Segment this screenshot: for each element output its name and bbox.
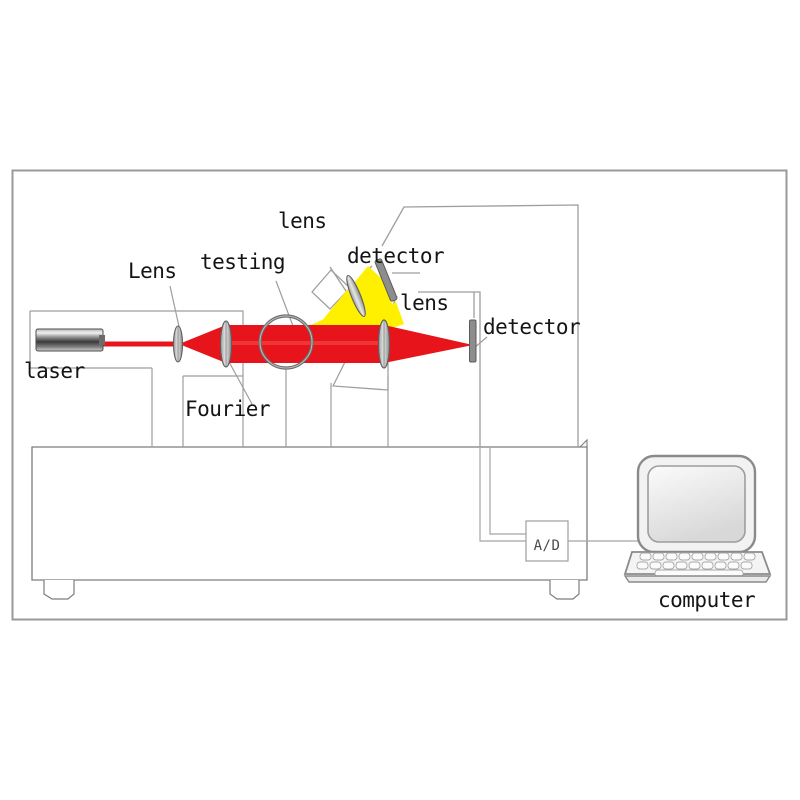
cable-top-detector-to-ad bbox=[489, 447, 526, 535]
beam-segment-converging bbox=[384, 325, 473, 363]
label-computer: computer bbox=[658, 588, 755, 612]
ad-converter-label: A/D bbox=[534, 538, 561, 554]
beam-core-highlight bbox=[226, 341, 384, 345]
fourier-lens bbox=[219, 320, 233, 368]
label-detector-top: detector bbox=[347, 244, 444, 268]
cable-detector-to-ad bbox=[479, 447, 526, 542]
laser-head bbox=[35, 328, 105, 352]
main-detector bbox=[469, 319, 477, 363]
signal-cables bbox=[479, 447, 646, 542]
housing-foot-right bbox=[549, 580, 580, 600]
label-detector-right: detector bbox=[483, 315, 580, 339]
side-detector bbox=[374, 258, 398, 302]
optical-elements bbox=[172, 258, 477, 370]
label-testing: testing bbox=[200, 250, 285, 274]
label-lens-top: lens bbox=[278, 209, 327, 233]
laptop-keys bbox=[636, 552, 756, 570]
ad-converter: A/D bbox=[525, 520, 569, 562]
instrument-housing bbox=[31, 438, 588, 600]
housing-foot-left bbox=[43, 580, 75, 600]
beam-segment-source bbox=[103, 341, 179, 347]
collection-lens bbox=[377, 319, 391, 369]
fourier-leader bbox=[227, 359, 253, 405]
diagram-labels: laser Lens Fourier testing lens detector… bbox=[24, 209, 756, 612]
beam-segment-expanding bbox=[179, 325, 226, 363]
beam-expander-lens bbox=[172, 325, 184, 363]
lens-left-leader bbox=[169, 285, 181, 332]
laser-beam-path bbox=[103, 325, 473, 363]
computer-laptop-icon bbox=[623, 454, 772, 583]
label-lens-right: lens bbox=[400, 291, 449, 315]
top-detector-wire bbox=[381, 204, 579, 447]
testing-sample-cell bbox=[258, 314, 314, 370]
label-lens-left: Lens bbox=[128, 259, 177, 283]
label-fourier: Fourier bbox=[185, 397, 270, 421]
side-scatter-lens bbox=[346, 274, 366, 318]
label-laser: laser bbox=[24, 359, 85, 383]
laser-compartment-outline bbox=[29, 311, 152, 369]
